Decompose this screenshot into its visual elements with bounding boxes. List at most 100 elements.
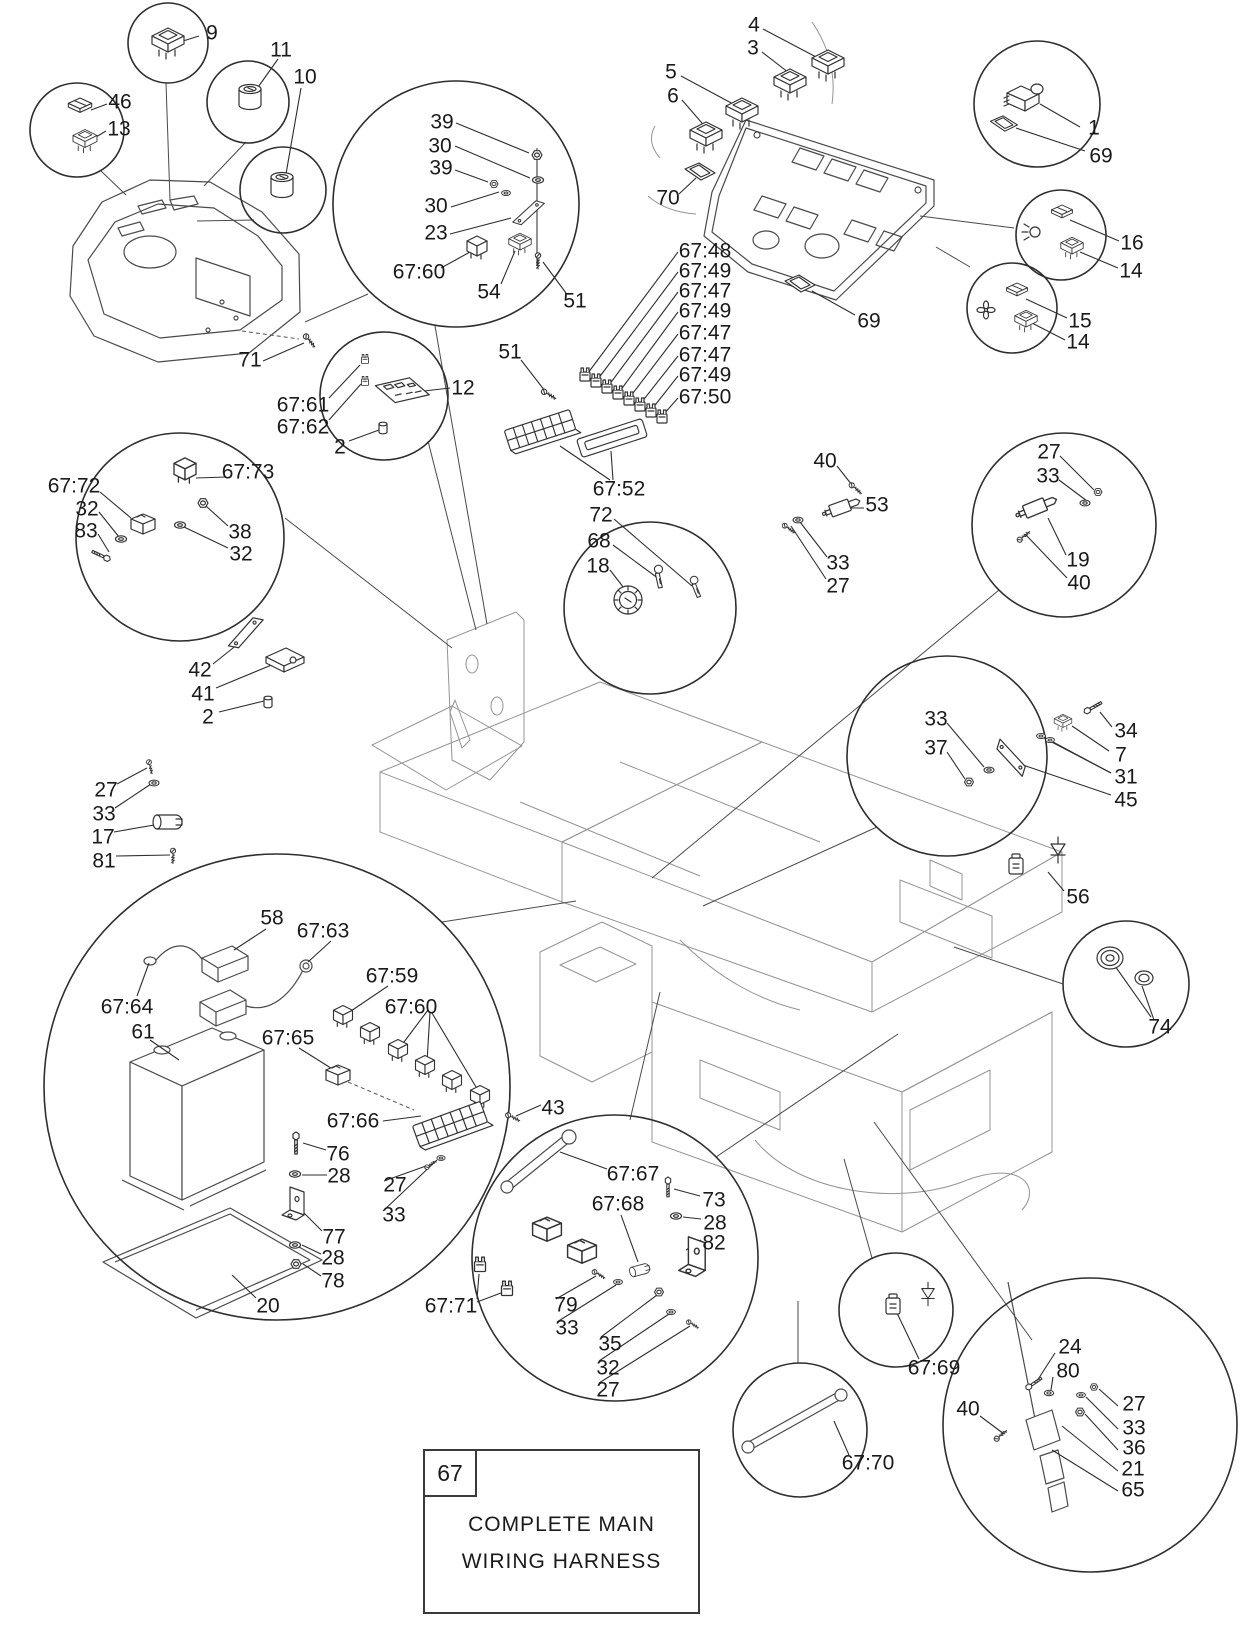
fuse-icon	[473, 1256, 487, 1273]
part-label: 67:67	[607, 1163, 660, 1186]
leader-line	[450, 191, 500, 208]
part-label: 67:49	[679, 300, 732, 323]
part-label: 83	[74, 520, 97, 543]
leader-line	[673, 1188, 701, 1197]
part-label: 67:47	[679, 344, 732, 367]
relay-icon	[414, 1054, 436, 1078]
ign-icon	[613, 585, 643, 615]
leader-line	[97, 533, 110, 553]
connector-line	[651, 589, 1000, 879]
part-label: 33	[924, 708, 947, 731]
rsock-icon	[531, 1216, 563, 1242]
part-label: 80	[1056, 1360, 1079, 1383]
bracket-icon	[678, 1236, 706, 1278]
meter-icon	[1096, 946, 1124, 970]
connector-line	[629, 991, 661, 1121]
leader-line	[629, 333, 679, 398]
switch-icon	[151, 27, 185, 60]
relay-icon	[173, 457, 197, 484]
switch-icon	[811, 49, 845, 82]
nut-icon	[531, 150, 543, 160]
fuse-icon	[361, 375, 369, 386]
part-label: 23	[424, 222, 447, 245]
switch-icon	[1053, 713, 1073, 732]
leader-line	[680, 75, 736, 106]
part-label: 67:60	[393, 261, 446, 284]
detail-balloon	[332, 80, 580, 328]
leader-line	[608, 291, 679, 386]
part-label: 36	[1122, 1437, 1145, 1460]
leader-line	[95, 130, 107, 138]
bezel-icon	[989, 115, 1019, 132]
nut-icon	[1089, 1383, 1099, 1391]
part-label: 31	[1114, 766, 1137, 789]
leader-line	[262, 342, 305, 362]
part-label: 28	[703, 1212, 726, 1235]
detail-balloon	[471, 1114, 759, 1402]
leader-line	[328, 364, 361, 399]
leader-line	[946, 722, 985, 768]
panel-sketch	[703, 119, 935, 301]
leader-line	[1019, 763, 1112, 796]
detail-balloon	[319, 331, 449, 461]
bolt-icon	[1082, 699, 1104, 716]
part-label: 67:68	[592, 1193, 645, 1216]
leader-line	[1114, 965, 1152, 1018]
plate-icon	[508, 198, 549, 227]
key-icon	[645, 563, 673, 591]
leader-line	[183, 526, 229, 549]
part-label: 67:47	[679, 280, 732, 303]
leader-line	[811, 290, 856, 316]
screw-icon	[847, 481, 864, 496]
leader-line	[597, 271, 679, 380]
leader-line	[454, 169, 489, 183]
part-label: 27	[1037, 441, 1060, 464]
sol-icon	[628, 1262, 652, 1278]
fuse-icon	[656, 409, 668, 424]
nut-icon	[1093, 488, 1103, 496]
detail-balloon	[1062, 920, 1190, 1048]
leader-line	[301, 1244, 322, 1255]
leader-line	[613, 518, 693, 587]
washer-icon	[1043, 1389, 1055, 1397]
leader-line	[298, 1047, 335, 1071]
part-label: 21	[1121, 1458, 1144, 1481]
switch-icon	[72, 129, 98, 154]
part-label: 67:63	[297, 920, 350, 943]
leader-line	[116, 767, 148, 785]
sol-icon	[152, 814, 183, 830]
mat-sketch	[102, 1207, 323, 1319]
leader-line	[1061, 1425, 1119, 1472]
leader-line	[1025, 298, 1068, 319]
screw-icon	[685, 1318, 701, 1331]
bolt-icon	[292, 1131, 300, 1155]
leader-line	[1059, 455, 1095, 491]
part-label: 77	[322, 1226, 345, 1249]
washer-icon	[1036, 732, 1046, 740]
leader-line	[1071, 725, 1110, 752]
screw-icon	[539, 387, 558, 402]
leader-line	[205, 505, 229, 527]
leader-line	[307, 940, 332, 963]
part-label: 10	[293, 66, 316, 89]
leader-line	[1036, 1352, 1056, 1382]
leader-line	[455, 122, 530, 154]
switch-icon	[1014, 309, 1038, 333]
part-label: 34	[1114, 720, 1138, 743]
detail-balloon	[206, 60, 290, 144]
leader-line	[587, 251, 679, 374]
leader-line	[1015, 127, 1086, 152]
fuse-icon	[645, 403, 657, 418]
leader-line	[598, 1313, 670, 1362]
part-label: 13	[107, 118, 130, 141]
part-label: 27	[94, 779, 117, 802]
part-label: 32	[75, 498, 98, 521]
part-label: 27	[596, 1379, 619, 1402]
detail-balloon	[75, 432, 285, 642]
fuse-icon	[634, 397, 646, 412]
part-label: 28	[327, 1165, 350, 1188]
plate-icon	[994, 734, 1028, 781]
leader-line	[215, 663, 275, 689]
jack-icon	[238, 83, 262, 111]
part-label: 27	[383, 1174, 406, 1197]
